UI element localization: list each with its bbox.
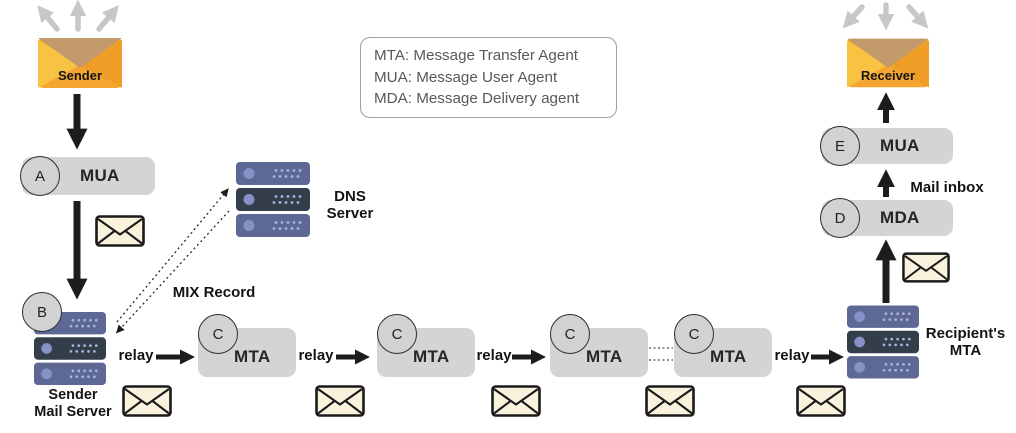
- recipient-mta-label-line1: Recipient's: [925, 325, 1006, 342]
- badge-c-4: C: [674, 314, 714, 354]
- node-mua-e-label: MUA: [880, 136, 920, 155]
- recipient-mta-label-line2: MTA: [949, 342, 982, 360]
- flow-arrows: [66, 92, 897, 365]
- dns-query-arrows: [115, 188, 230, 334]
- legend-line-mua: MUA: Message User Agent: [374, 68, 558, 86]
- node-mta-1: C MTA: [198, 314, 296, 377]
- spread-arrows-icon: [842, 2, 929, 31]
- relay-label-1: relay: [118, 347, 154, 364]
- badge-b: B: [22, 292, 62, 332]
- node-mta-3-label: MTA: [586, 347, 623, 367]
- dns-server-label: DNS Server: [310, 188, 390, 223]
- legend-box: MTA: Message Transfer Agent MUA: Message…: [360, 37, 617, 118]
- sender-label: Sender: [57, 68, 103, 83]
- node-mda: D MDA: [820, 198, 953, 238]
- message-envelope-icon: [315, 385, 365, 422]
- receiver-label: Receiver: [860, 68, 916, 83]
- node-mua-a-label: MUA: [80, 166, 120, 185]
- dns-server-label-line1: DNS: [334, 188, 366, 205]
- legend-line-mta: MTA: Message Transfer Agent: [374, 47, 578, 65]
- node-mta-1-label: MTA: [234, 347, 271, 367]
- sender-mail-server-label: Sender Mail Server: [13, 387, 133, 421]
- relay-label-2: relay: [298, 347, 334, 364]
- badge-c-1: C: [198, 314, 238, 354]
- relay-label-3: relay: [476, 347, 512, 364]
- node-mta-4: C MTA: [674, 314, 772, 377]
- dns-server-icon: [236, 162, 310, 242]
- node-mua-e: E MUA: [820, 126, 953, 166]
- badge-c-2: C: [377, 314, 417, 354]
- node-mta-3: C MTA: [550, 314, 648, 377]
- receiver-envelope-icon: Receiver: [847, 38, 929, 88]
- message-envelope-icon: [95, 215, 145, 252]
- node-mta-4-label: MTA: [710, 347, 747, 367]
- sender-envelope-icon: Sender: [38, 38, 122, 88]
- node-mta-2: C MTA: [377, 314, 475, 377]
- message-envelope-icon: [122, 385, 172, 422]
- badge-d: D: [820, 198, 860, 238]
- mail-inbox-label: Mail inbox: [910, 179, 984, 196]
- sender-mail-server-label-line1: Sender: [48, 387, 98, 403]
- message-envelope-icon: [491, 385, 541, 422]
- sender-mail-server-label-line2: Mail Server: [34, 403, 112, 420]
- recipient-mta-server-icon: [847, 305, 919, 384]
- node-mua-a: A MUA: [20, 156, 155, 196]
- node-mda-label: MDA: [880, 208, 920, 227]
- message-envelope-icon: [645, 385, 695, 422]
- legend-line-mda: MDA: Message Delivery agent: [374, 90, 580, 108]
- badge-c-3: C: [550, 314, 590, 354]
- mix-record-label: MIX Record: [172, 284, 256, 301]
- dns-server-label-line2: Server: [326, 205, 374, 223]
- recipient-mta-label: Recipient's MTA: [918, 325, 1013, 360]
- node-mta-2-label: MTA: [413, 347, 450, 367]
- badge-e: E: [820, 126, 860, 166]
- relay-label-4: relay: [774, 347, 810, 364]
- message-envelope-icon: [902, 252, 950, 288]
- mta-ellipsis-connector: [649, 347, 673, 361]
- spread-arrows-icon: [37, 0, 119, 32]
- message-envelope-icon: [796, 385, 846, 422]
- badge-a: A: [20, 156, 60, 196]
